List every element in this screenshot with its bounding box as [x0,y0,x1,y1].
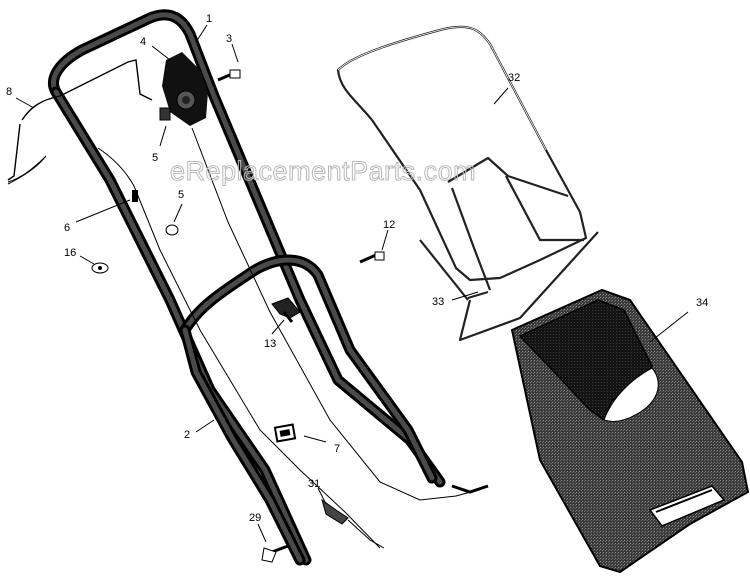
callout-31: 31 [308,478,327,505]
fasteners [91,69,385,563]
svg-text:2: 2 [184,429,190,441]
callout-32: 32 [493,72,520,105]
callouts: 1 2 3 4 5 5 6 7 [6,13,708,543]
callout-5a: 5 [152,125,167,164]
upper-handle [48,9,446,566]
svg-text:32: 32 [508,72,520,84]
callout-3: 3 [226,33,239,63]
svg-text:34: 34 [696,297,708,309]
svg-text:12: 12 [383,219,395,231]
cable-ends [321,484,489,549]
callout-7: 7 [303,435,340,455]
callout-5b: 5 [173,189,184,223]
cable-tie [273,423,297,443]
watermark: eReplacementParts.com [170,156,476,186]
svg-text:16: 16 [64,247,76,259]
callout-16: 16 [64,247,95,265]
svg-text:13: 13 [264,338,276,350]
control-bail [7,59,153,185]
svg-text:6: 6 [64,222,70,234]
callout-2: 2 [184,419,215,441]
callout-33: 33 [432,291,479,308]
callout-34: 34 [649,297,708,343]
svg-text:3: 3 [226,33,232,45]
lower-handle [179,254,438,566]
svg-text:33: 33 [432,296,444,308]
bag-frame-top [336,25,588,301]
svg-text:5: 5 [178,189,184,201]
svg-text:8: 8 [6,86,12,98]
svg-text:7: 7 [334,443,340,455]
bag-frame-bottom [458,231,599,342]
callout-8: 8 [6,86,35,109]
callout-29: 29 [249,512,267,543]
svg-text:1: 1 [206,13,212,25]
zone-control-part [159,52,208,126]
grass-bag [510,288,750,574]
svg-text:5: 5 [152,152,158,164]
cable-clip [271,297,301,323]
callout-6: 6 [64,199,131,234]
callout-12: 12 [381,219,395,251]
control-cables [97,127,479,549]
callout-1: 1 [195,13,212,43]
callout-13: 13 [264,319,285,350]
callout-4: 4 [140,36,171,61]
svg-text:4: 4 [140,36,146,48]
svg-text:31: 31 [308,478,320,490]
svg-text:29: 29 [249,512,261,524]
